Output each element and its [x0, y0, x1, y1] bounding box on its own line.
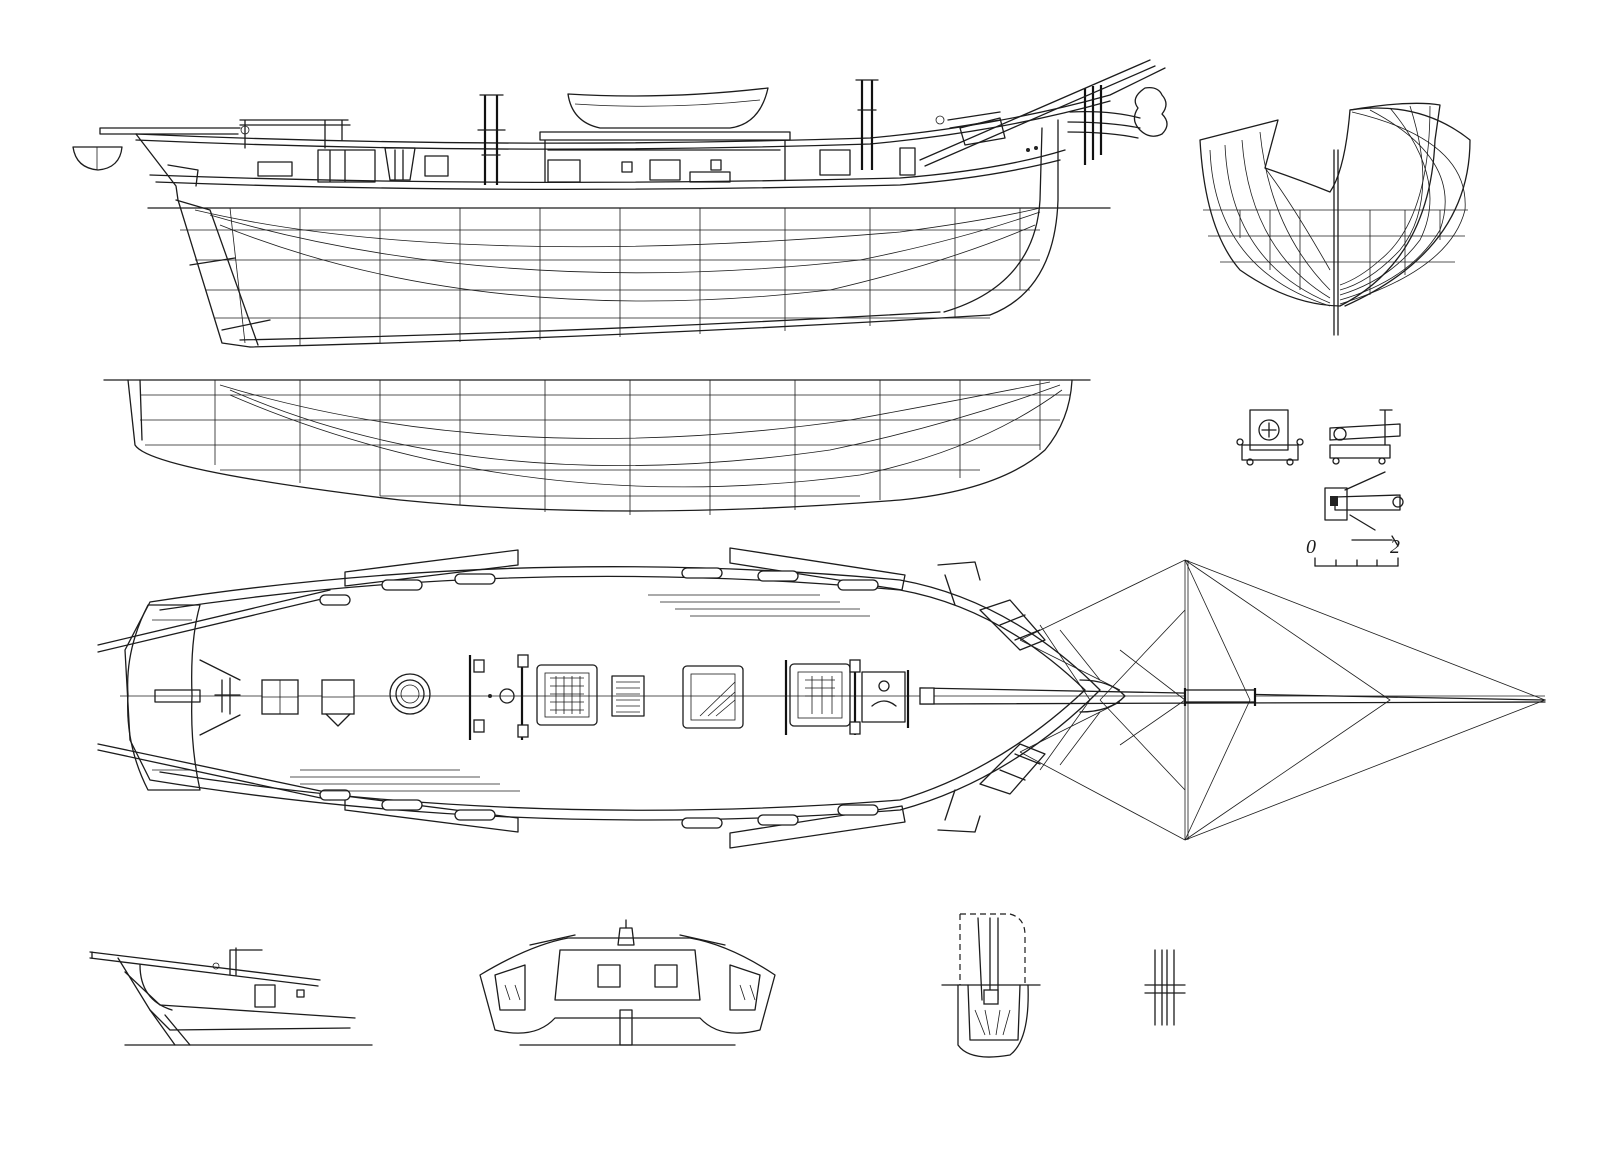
stern-boat-detail	[72, 146, 123, 171]
stern-view-detail	[479, 919, 776, 1046]
stern-profile-detail	[89, 947, 373, 1046]
sheer-plan-profile	[72, 59, 1168, 348]
bitts-detail	[1144, 949, 1186, 1026]
scale-bar: 0 2	[1306, 535, 1400, 567]
body-plan	[1199, 102, 1471, 336]
half-breadth-plan	[103, 379, 1091, 515]
carronade-details	[1236, 409, 1404, 531]
scale-start-label: 0	[1306, 536, 1316, 558]
rudder-detail	[941, 913, 1041, 1058]
scale-end-label: 2	[1390, 536, 1400, 558]
deck-plan	[97, 547, 1547, 849]
figurehead-detail	[1133, 87, 1168, 137]
ships-boat	[567, 87, 769, 129]
